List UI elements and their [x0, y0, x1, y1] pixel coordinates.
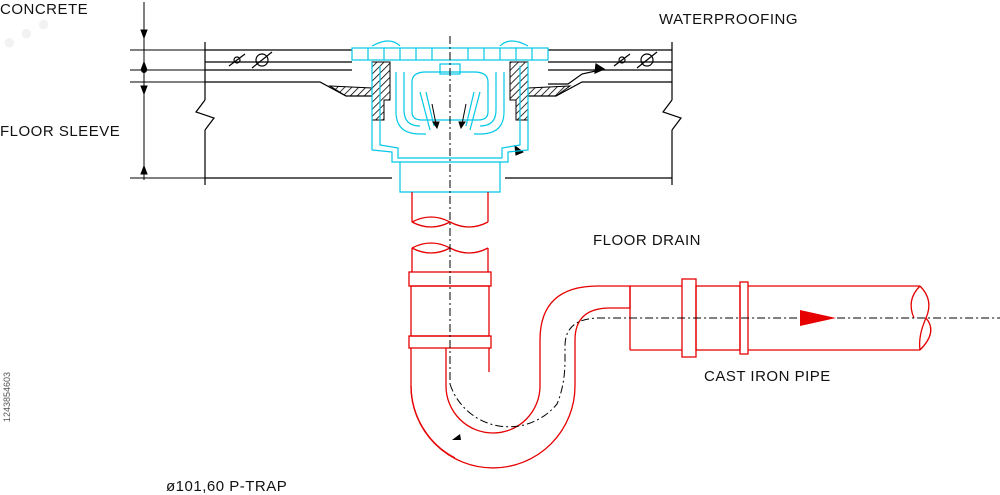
label-concrete: CONCRETE — [0, 1, 89, 18]
label-waterproofing: WATERPROOFING — [659, 11, 798, 28]
p-trap — [410, 278, 932, 469]
trap-flow-arrow — [452, 434, 461, 440]
label-p-trap: ø101,60 P-TRAP — [166, 478, 288, 495]
label-cast-iron-pipe: CAST IRON PIPE — [704, 368, 831, 385]
stock-id: 1243854603 — [2, 372, 12, 423]
floor-sleeve — [328, 61, 572, 156]
label-floor-sleeve: FLOOR SLEEVE — [0, 123, 121, 140]
centerlines — [449, 36, 1000, 428]
flow-direction-arrow — [800, 310, 836, 326]
concrete-slab — [195, 42, 682, 185]
flow-arrows — [431, 103, 467, 130]
dimension-lines — [130, 2, 205, 180]
label-floor-drain: FLOOR DRAIN — [593, 232, 702, 249]
